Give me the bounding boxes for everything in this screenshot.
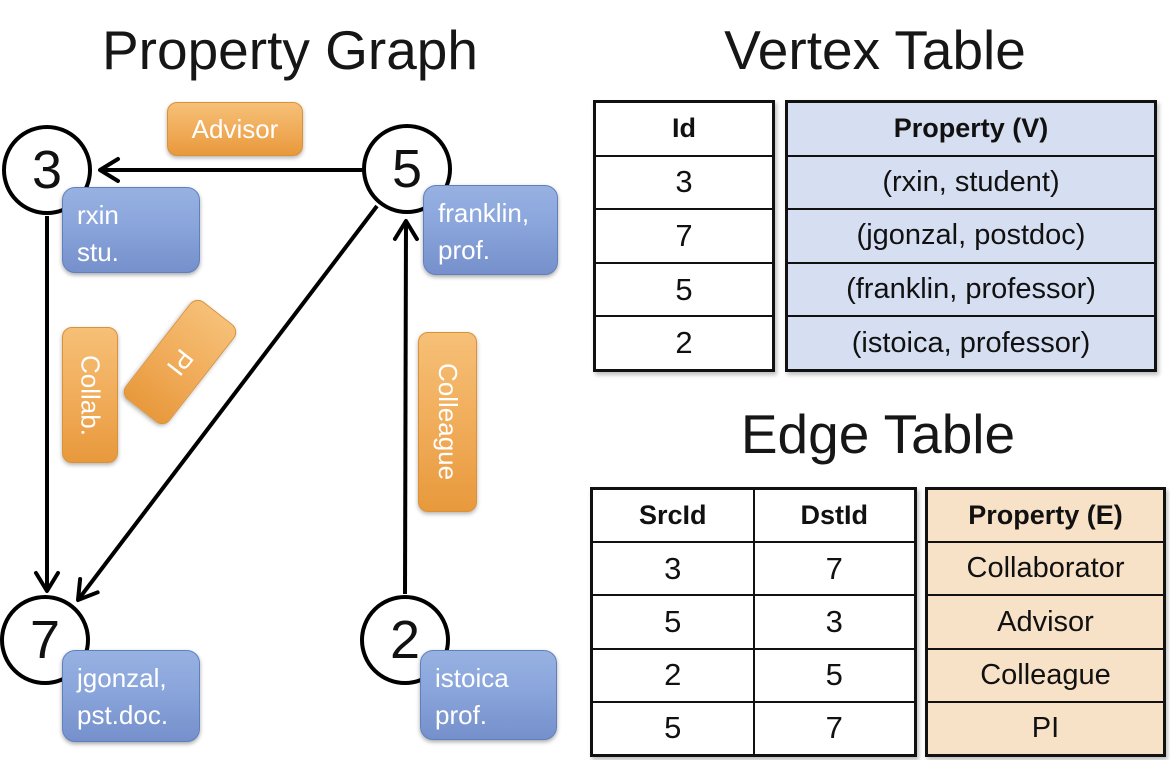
edge-table-cell-property: PI xyxy=(1031,711,1060,744)
edge-table-cell-dst: 5 xyxy=(752,649,915,701)
edge-table-cell-property: Advisor xyxy=(997,605,1094,638)
vertex-prop-line: rxin xyxy=(77,200,119,230)
vertex-prop-line: prof. xyxy=(438,234,491,265)
node-circle-2: 2 xyxy=(360,595,450,685)
vertex-table-title: Vertex Table xyxy=(724,19,1026,81)
vertex-table-cell-id: 3 xyxy=(675,164,693,200)
vertex-prop-box-3: rxin stu. xyxy=(62,187,200,273)
edge-label-colleague-text: Colleague xyxy=(433,363,463,481)
edge-table-cell-src: 5 xyxy=(664,604,682,639)
vertex-prop-box-7: jgonzal, pst.doc. xyxy=(62,650,200,742)
vertex-table-cell-property: (istoica, professor) xyxy=(851,326,1091,359)
vertex-prop-line: istoica xyxy=(435,663,509,693)
edge-table-cell-property: Colleague xyxy=(980,658,1111,691)
property-graph-title: Property Graph xyxy=(101,19,478,81)
vertex-table-id-column: Id 3 7 5 2 xyxy=(593,100,775,372)
vertex-prop-line: pst.doc. xyxy=(77,699,169,730)
vertex-table-cell-property: (jgonzal, postdoc) xyxy=(856,219,1086,252)
edge-table-property-column: Property (E) Collaborator Advisor Collea… xyxy=(925,487,1166,757)
edge-label-pi-text: PI xyxy=(161,343,200,382)
vertex-prop-line: stu. xyxy=(77,236,119,267)
edge-table-header-dstid: DstId xyxy=(752,490,915,542)
vertex-table-property-column: Property (V) (rxin, student) (jgonzal, p… xyxy=(785,100,1157,372)
vertex-table-cell-id: 2 xyxy=(675,325,693,361)
vertex-table-cell-property: (rxin, student) xyxy=(882,165,1060,198)
node-circle-5: 5 xyxy=(362,124,452,214)
vertex-table: Id 3 7 5 2 Property (V) (rxin, student) … xyxy=(593,100,1157,372)
edge-table-cell-dst: 3 xyxy=(752,596,915,648)
edge-table-header-srcid: SrcId xyxy=(638,500,707,531)
edge-table: SrcId DstId 3 7 5 3 2 5 5 7 Property (E)… xyxy=(590,487,1166,757)
edge-label-collab: Collab. xyxy=(62,327,118,463)
vertex-prop-line: jgonzal, xyxy=(77,663,167,693)
edge-label-collab-text: Collab. xyxy=(75,354,106,436)
vertex-table-cell-id: 5 xyxy=(675,271,693,307)
edge-table-header-property: Property (E) xyxy=(968,500,1123,531)
vertex-table-header-property: Property (V) xyxy=(893,113,1049,144)
edge-table-cell-dst: 7 xyxy=(752,543,915,595)
edge-table-cell-property: Collaborator xyxy=(966,552,1125,585)
vertex-prop-line: prof. xyxy=(435,699,488,730)
vertex-table-header-id: Id xyxy=(672,113,696,144)
edge-table-src-dst-columns: SrcId DstId 3 7 5 3 2 5 5 7 xyxy=(590,487,917,757)
vertex-prop-box-5: franklin, prof. xyxy=(423,185,558,275)
edge-line-colleague-2-to-5 xyxy=(392,219,419,595)
edge-table-cell-src: 3 xyxy=(664,550,682,586)
edge-table-cell-src: 2 xyxy=(664,657,682,693)
edge-label-advisor: Advisor xyxy=(167,102,303,156)
vertex-table-cell-id: 7 xyxy=(675,217,693,253)
edge-table-cell-dst: 7 xyxy=(752,702,915,755)
edge-label-colleague: Colleague xyxy=(418,332,477,512)
edge-table-cell-src: 5 xyxy=(664,710,682,746)
edge-line-pi-5-to-7 xyxy=(76,204,379,602)
vertex-prop-box-2: istoica prof. xyxy=(420,650,557,740)
edge-table-title: Edge Table xyxy=(740,403,1016,465)
vertex-prop-line: franklin, xyxy=(438,198,530,228)
vertex-table-cell-property: (franklin, professor) xyxy=(846,273,1096,306)
graph-edges-layer xyxy=(34,157,419,602)
